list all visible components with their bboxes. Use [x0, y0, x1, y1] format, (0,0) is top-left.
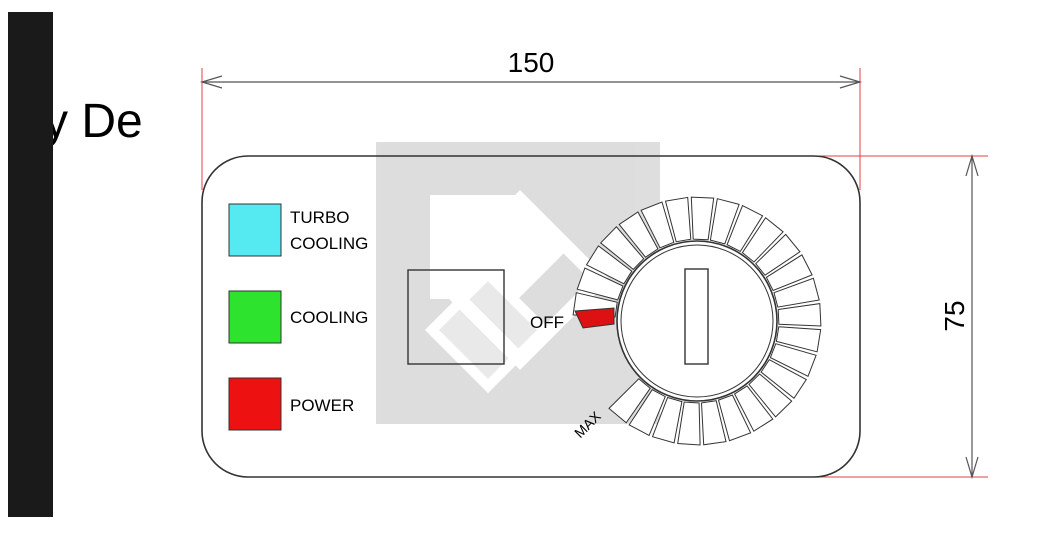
dial-segment	[664, 196, 692, 243]
dial-segment	[755, 233, 801, 276]
dial-segment	[618, 211, 659, 258]
dial-segment	[773, 277, 820, 308]
dial-segment	[741, 216, 784, 263]
dial-segment	[608, 378, 651, 424]
dial-segment	[769, 343, 817, 377]
height-label: 75	[939, 300, 970, 331]
width-label: 150	[508, 47, 555, 78]
dial-segment	[690, 196, 715, 241]
dial-segment	[599, 226, 645, 271]
left-dark-bar	[8, 12, 53, 517]
dial-segment	[726, 204, 764, 253]
width-dimension: 150	[199, 47, 863, 190]
dial-segment	[576, 267, 624, 301]
dial-segment	[717, 394, 752, 442]
dial-segment	[775, 326, 822, 353]
cooling-label: COOLING	[290, 308, 368, 327]
off-label: OFF	[530, 313, 564, 332]
dial-segment	[651, 396, 683, 444]
indicator-cooling: COOLING	[228, 290, 368, 344]
dial-segment	[733, 385, 774, 432]
dial-segment	[585, 245, 633, 285]
dial-segment	[777, 303, 822, 327]
height-dimension: 75	[800, 153, 988, 480]
display-window	[407, 269, 505, 365]
dial-segment	[765, 254, 813, 292]
cooling-light	[228, 290, 282, 344]
dial-knob-inner-ring	[620, 244, 774, 398]
dial-segment	[760, 359, 808, 400]
turbo-cooling-label: TURBO COOLING	[290, 208, 368, 253]
dial-segment	[709, 198, 740, 245]
dial-segment	[677, 401, 701, 446]
indicator-power: POWER	[228, 377, 354, 431]
panel-outline	[201, 155, 861, 478]
dial-grip	[684, 268, 709, 365]
off-pointer	[574, 307, 615, 329]
turbo-cooling-label-line1: TURBO	[290, 208, 350, 227]
dial-segment	[748, 373, 793, 418]
control-dial: OFF MAX	[530, 196, 822, 446]
indicator-turbo-cooling: TURBO COOLING	[228, 203, 368, 257]
title-fragment: y De	[44, 95, 143, 148]
dial-segment	[628, 389, 666, 437]
power-label: POWER	[290, 396, 354, 415]
turbo-cooling-light	[228, 203, 282, 257]
dial-segment	[700, 400, 727, 446]
turbo-cooling-label-line2: COOLING	[290, 234, 368, 253]
power-light	[228, 377, 282, 431]
dial-segment	[640, 201, 675, 249]
